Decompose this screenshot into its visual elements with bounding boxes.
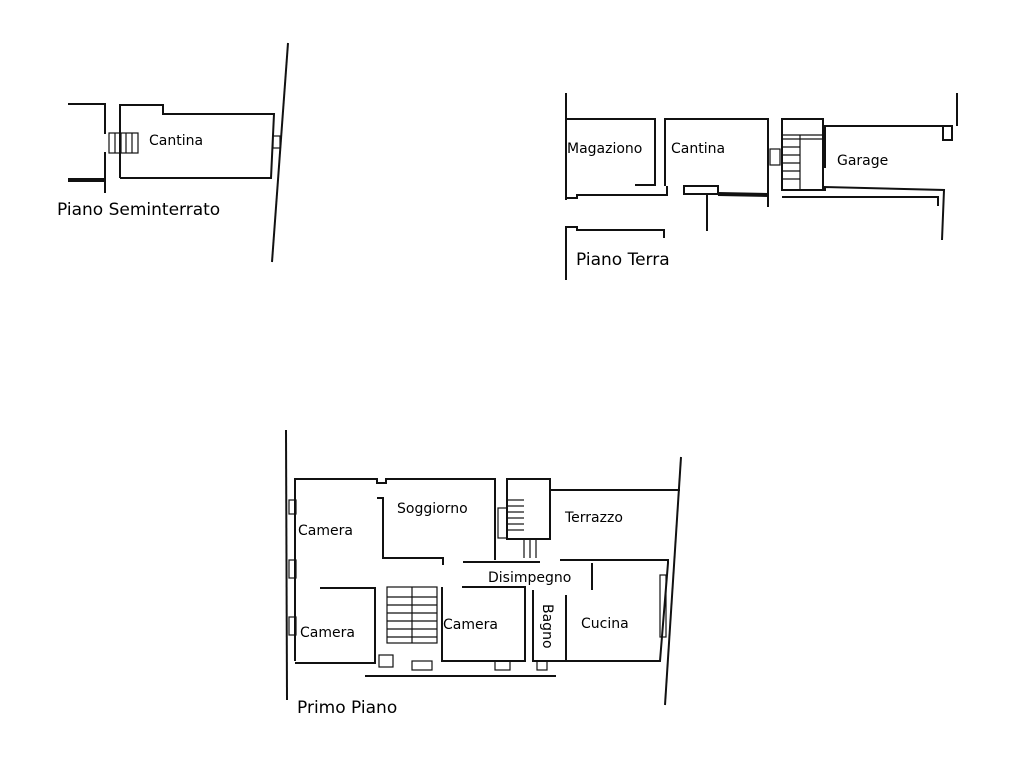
window (272, 135, 281, 149)
stairs (506, 478, 551, 558)
plan-title: Primo Piano (297, 698, 397, 718)
wall (565, 226, 665, 280)
room-soggiorno-walls (377, 497, 444, 565)
wall (566, 186, 668, 199)
shelf (683, 185, 719, 195)
wall (782, 185, 946, 241)
outer-walls (294, 478, 496, 661)
window (659, 574, 667, 638)
room-bagno-walls (532, 590, 566, 662)
room-label-disimpegno: Disimpegno (488, 570, 571, 586)
room-cantina-walls (664, 118, 769, 207)
room-cantina-walls (119, 104, 276, 179)
plan-piano-seminterrato: Cantina Piano Seminterrato (57, 42, 289, 263)
room-label-terrazzo: Terrazzo (564, 510, 623, 526)
room-garage-walls (824, 125, 952, 168)
window (288, 559, 297, 579)
room-label-soggiorno: Soggiorno (397, 501, 468, 517)
plan-title: Piano Terra (576, 250, 670, 270)
window (411, 660, 433, 671)
room-cucina-walls (560, 559, 669, 662)
room-camera-walls (441, 586, 526, 662)
stairs (108, 132, 139, 154)
door (769, 148, 781, 166)
plan-primo-piano: Camera Soggiorno Terrazzo Disimpegno Cam… (285, 429, 682, 718)
stairs (781, 118, 824, 191)
room-label-bagno: Bagno (539, 604, 555, 649)
room-camera-walls (295, 587, 376, 664)
room-magaziono-walls (566, 118, 656, 186)
room-label-camera: Camera (298, 523, 353, 539)
wall (68, 103, 106, 134)
window (288, 616, 297, 636)
room-label-cantina: Cantina (149, 133, 203, 149)
plan-title: Piano Seminterrato (57, 200, 220, 220)
room-label-magaziono: Magaziono (567, 141, 642, 157)
stairs (378, 586, 438, 668)
window (536, 660, 548, 671)
window (494, 660, 511, 671)
boundary-line (271, 42, 289, 263)
room-label-garage: Garage (837, 153, 888, 169)
room-label-camera: Camera (300, 625, 355, 641)
plan-piano-terra: Magaziono Cantina Garage Piano Terra (565, 93, 958, 280)
door (497, 507, 508, 539)
boundary-line (285, 429, 288, 701)
pillar (942, 125, 953, 141)
wall-thick (717, 192, 769, 197)
wall (782, 196, 939, 206)
room-label-camera: Camera (443, 617, 498, 633)
window (288, 499, 297, 515)
room-label-cucina: Cucina (581, 616, 629, 632)
room-label-cantina: Cantina (671, 141, 725, 157)
boundary-line (664, 456, 682, 706)
